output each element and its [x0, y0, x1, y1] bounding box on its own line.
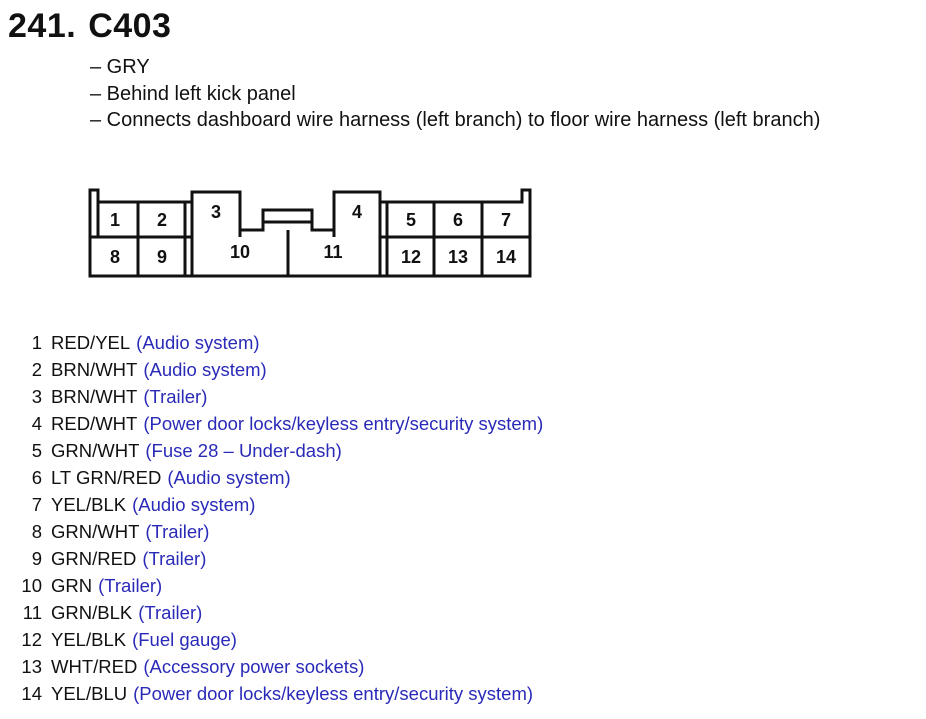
- circuit-name: (Trailer): [138, 602, 203, 623]
- connector-middle-bottom: [192, 230, 380, 278]
- pin-number: 2: [31, 359, 42, 380]
- cavity-12-label: 12: [401, 247, 421, 267]
- circuit-name: (Power door locks/keyless entry/security…: [143, 413, 544, 434]
- cavity-8-label: 8: [110, 247, 120, 267]
- cavity-14-label: 14: [496, 247, 516, 267]
- wire-color: YEL/BLK: [51, 494, 127, 515]
- pin-row: 6 LT GRN/RED(Audio system): [18, 464, 543, 491]
- wire-color: GRN/WHT: [51, 521, 140, 542]
- pin-row: 13 WHT/RED(Accessory power sockets): [18, 653, 543, 680]
- cavity-2-label: 2: [157, 210, 167, 230]
- pin-number: 13: [21, 656, 42, 677]
- wire-color: YEL/BLU: [51, 683, 128, 704]
- connector-id: C403: [88, 7, 172, 45]
- pin-number: 10: [21, 575, 42, 596]
- circuit-name: (Trailer): [98, 575, 163, 596]
- wire-color: GRN/RED: [51, 548, 137, 569]
- pin-number: 12: [21, 629, 42, 650]
- wire-color: GRN: [51, 575, 93, 596]
- wire-color: RED/YEL: [51, 332, 131, 353]
- connector-right-block: [380, 202, 530, 276]
- pin-number: 7: [31, 494, 42, 515]
- connector-right-outline: [380, 188, 532, 278]
- page-title: 241. C403: [8, 6, 171, 46]
- pin-row: 10 GRN(Trailer): [18, 572, 543, 599]
- circuit-name: (Audio system): [132, 494, 256, 515]
- pin-row: 14 YEL/BLU(Power door locks/keyless entry…: [18, 680, 543, 707]
- pin-row: 8 GRN/WHT(Trailer): [18, 518, 543, 545]
- pin-row: 11 GRN/BLK(Trailer): [18, 599, 543, 626]
- connector-middle-divider: [190, 230, 290, 276]
- wire-color: GRN/WHT: [51, 440, 140, 461]
- pin-row: 12 YEL/BLK(Fuel gauge): [18, 626, 543, 653]
- connector-face-diagram: 1 2 3 4 5 6 7 8 9 10 11 12 13 14: [88, 188, 532, 278]
- wire-color: YEL/BLK: [51, 629, 127, 650]
- connector-left-block: [90, 202, 194, 276]
- cavity-13-label: 13: [448, 247, 468, 267]
- cavity-11-label: 11: [323, 242, 342, 262]
- pin-number: 5: [31, 440, 42, 461]
- cavity-5-label: 5: [406, 210, 416, 230]
- circuit-name: (Audio system): [136, 332, 260, 353]
- cavity-4-label: 4: [352, 202, 362, 222]
- circuit-name: (Audio system): [167, 467, 291, 488]
- circuit-name: (Trailer): [143, 386, 208, 407]
- pin-number: 9: [31, 548, 42, 569]
- circuit-name: (Audio system): [143, 359, 267, 380]
- pin-number: 6: [31, 467, 42, 488]
- pin-row: 1 RED/YEL(Audio system): [18, 329, 543, 356]
- pin-number: 14: [21, 683, 42, 704]
- circuit-name: (Power door locks/keyless entry/security…: [133, 683, 534, 704]
- cavity-3-outline: [190, 190, 242, 237]
- cavity-7-label: 7: [501, 210, 511, 230]
- cavity-6-label: 6: [453, 210, 463, 230]
- pin-row: 7 YEL/BLK(Audio system): [18, 491, 543, 518]
- pin-row: 3 BRN/WHT(Trailer): [18, 383, 543, 410]
- pin-row: 2 BRN/WHT(Audio system): [18, 356, 543, 383]
- connector-left-outline: [88, 188, 192, 278]
- cavity-4-outline: [332, 190, 382, 276]
- connector-description: – GRY – Behind left kick panel – Connect…: [90, 54, 820, 134]
- cavity-1-label: 1: [110, 210, 120, 230]
- center-latch-outline: [240, 208, 334, 232]
- section-number: 241.: [8, 7, 77, 45]
- pin-row: 4 RED/WHT(Power door locks/keyless entry/…: [18, 410, 544, 437]
- pin-number: 11: [22, 602, 42, 623]
- pin-number: 4: [31, 413, 42, 434]
- circuit-name: (Trailer): [145, 521, 210, 542]
- circuit-name: (Fuse 28 – Under-dash): [145, 440, 342, 461]
- circuit-name: (Trailer): [142, 548, 207, 569]
- circuit-name: (Accessory power sockets): [143, 656, 365, 677]
- wire-color: LT GRN/RED: [51, 467, 162, 488]
- wire-color: BRN/WHT: [51, 386, 138, 407]
- cavity-3-label: 3: [211, 202, 221, 222]
- cavity-10-label: 10: [230, 242, 250, 262]
- pin-number: 8: [31, 521, 42, 542]
- pin-number: 3: [31, 386, 42, 407]
- circuit-name: (Fuel gauge): [132, 629, 237, 650]
- wire-color: RED/WHT: [51, 413, 138, 434]
- pin-row: 5 GRN/WHT(Fuse 28 – Under-dash): [18, 437, 543, 464]
- wire-color: BRN/WHT: [51, 359, 138, 380]
- description-color: – GRY: [90, 56, 150, 78]
- description-connects: – Connects dashboard wire harness (left …: [90, 109, 821, 131]
- description-location: – Behind left kick panel: [90, 82, 296, 105]
- pin-number: 1: [31, 332, 42, 353]
- pin-row: 9 GRN/RED(Trailer): [18, 545, 543, 572]
- cavity-9-label: 9: [157, 247, 167, 267]
- wire-color: GRN/BLK: [51, 602, 133, 623]
- wire-color: WHT/RED: [51, 656, 138, 677]
